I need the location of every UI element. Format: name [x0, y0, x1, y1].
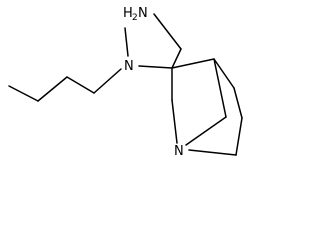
bond-bridge-c	[233, 87, 243, 119]
bond-down-n1	[185, 116, 227, 146]
bond-c2-n1	[171, 99, 178, 144]
bond-c-n1	[188, 149, 237, 156]
bond-c3-ch2	[171, 48, 182, 69]
bond-ch2-nh2	[153, 13, 182, 50]
bond-butyl-4	[8, 85, 39, 102]
atom-label-nh2-n: N	[138, 6, 148, 21]
atom-label-nh2-subscript: 2	[132, 13, 138, 23]
atom-label-ring-n: N	[174, 144, 184, 159]
bond-n-methyl	[124, 27, 129, 57]
atom-label-nh2-h: H	[123, 6, 133, 21]
atom-label-nh2: H 2 N	[123, 6, 148, 23]
bond-c4-down	[213, 58, 227, 118]
bond-c3-c4	[171, 58, 215, 69]
bond-butyl-2	[66, 76, 95, 94]
bond-n-c3	[138, 65, 173, 69]
bond-n-butyl	[93, 68, 122, 94]
skeletal-structure-diagram: H 2 N N N	[8, 6, 243, 159]
bond-c-c	[235, 117, 243, 156]
bond-butyl-3	[37, 76, 68, 102]
bond-lines	[8, 13, 243, 156]
bond-c4-bridge	[213, 58, 235, 89]
atom-label-amine-n: N	[124, 59, 134, 74]
